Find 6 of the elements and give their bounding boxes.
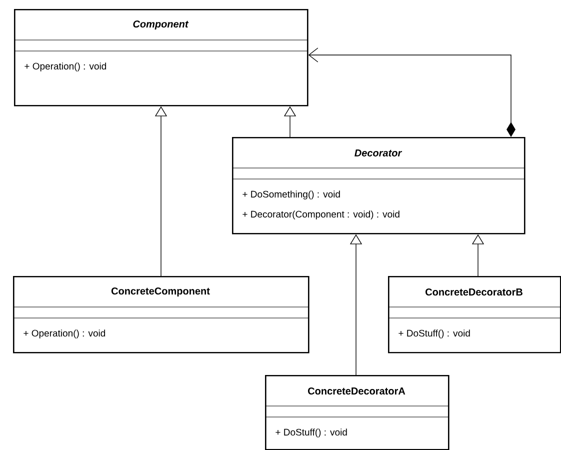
composition-arrow bbox=[308, 48, 516, 137]
class-box: ConcreteDecoratorA + DoStuff() : void bbox=[264, 375, 450, 450]
class-box: Decorator + DoSomething() : void + Decorator(Component : void) : void bbox=[232, 137, 526, 234]
class-box: ConcreteDecoratorB + DoStuff() : void bbox=[388, 276, 561, 354]
class-box: ConcreteComponent + Operation() : void bbox=[12, 276, 310, 354]
class-box: Component + Operation() : void bbox=[14, 9, 308, 106]
